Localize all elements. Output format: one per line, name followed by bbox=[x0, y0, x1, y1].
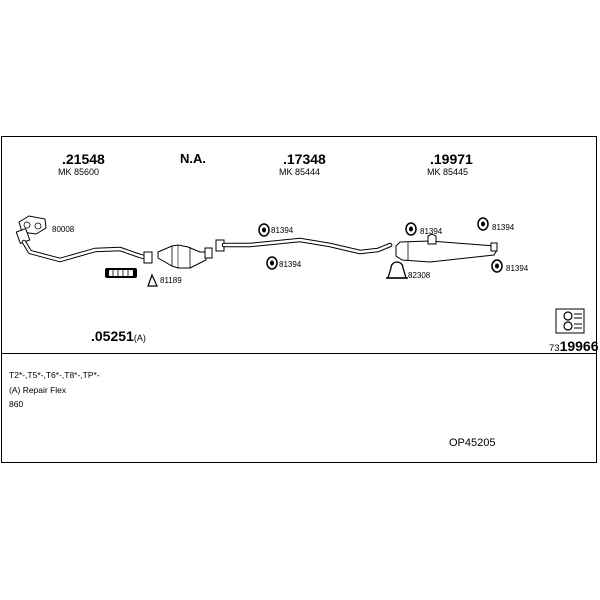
fitting-label-81394-mid-bottom: 81394 bbox=[279, 260, 302, 269]
part-number-middle-pipe: .17348 bbox=[283, 151, 326, 167]
hanger-81394-mid-top-icon bbox=[258, 223, 270, 237]
gasket-80008-icon bbox=[18, 215, 47, 235]
catalytic-converter-icon bbox=[157, 244, 213, 269]
fitting-label-81394-rear-top: 81394 bbox=[492, 223, 515, 232]
hanger-81394-rear-bottom-icon bbox=[491, 259, 503, 273]
diagram-frame bbox=[1, 136, 597, 463]
hanger-81394-rear-front-icon bbox=[405, 222, 417, 236]
part-number-rear-silencer: .19971 bbox=[430, 151, 473, 167]
part-number-catalyst: N.A. bbox=[180, 151, 206, 166]
fitting-label-81189: 81189 bbox=[160, 276, 182, 285]
note-codes: T2*-,T5*-,T6*-,T8*-,TP*- bbox=[9, 370, 100, 380]
note-repair-flex: (A) Repair Flex bbox=[9, 385, 67, 395]
mk-front-pipe: MK 85600 bbox=[58, 167, 100, 177]
flex-suffix: (A) bbox=[133, 333, 146, 343]
flex-81189-icon bbox=[105, 268, 137, 278]
kit-prefix: 73 bbox=[549, 343, 560, 354]
part-number-flex: .05251(A) bbox=[91, 329, 146, 345]
part-number-front-pipe: .21548 bbox=[62, 151, 105, 167]
fitting-label-80008: 80008 bbox=[52, 225, 75, 234]
kit-number: 7319966 bbox=[549, 339, 599, 355]
kit-icon bbox=[555, 308, 585, 334]
rear-silencer-icon bbox=[395, 233, 498, 263]
note-quantity: 860 bbox=[9, 399, 24, 409]
hanger-81394-rear-top-icon bbox=[477, 217, 489, 231]
reference-number: OP45205 bbox=[449, 437, 496, 449]
fitting-label-82308: 82308 bbox=[408, 271, 431, 280]
clamp-82308-icon bbox=[386, 261, 408, 279]
fitting-label-81394-mid-top: 81394 bbox=[271, 226, 294, 235]
triangle-gasket-icon bbox=[147, 273, 158, 287]
flex-number: .05251 bbox=[91, 328, 134, 344]
hanger-81394-mid-bottom-icon bbox=[266, 256, 278, 270]
fitting-label-81394-rear-front: 81394 bbox=[420, 227, 443, 236]
section-divider bbox=[2, 353, 597, 354]
middle-pipe-icon bbox=[215, 237, 393, 255]
mk-rear-silencer: MK 85445 bbox=[427, 167, 469, 177]
fitting-label-81394-rear-bottom: 81394 bbox=[506, 264, 529, 273]
mk-middle-pipe: MK 85444 bbox=[279, 167, 321, 177]
front-pipe-icon bbox=[15, 228, 153, 264]
kit-main-number: 19966 bbox=[559, 338, 599, 354]
